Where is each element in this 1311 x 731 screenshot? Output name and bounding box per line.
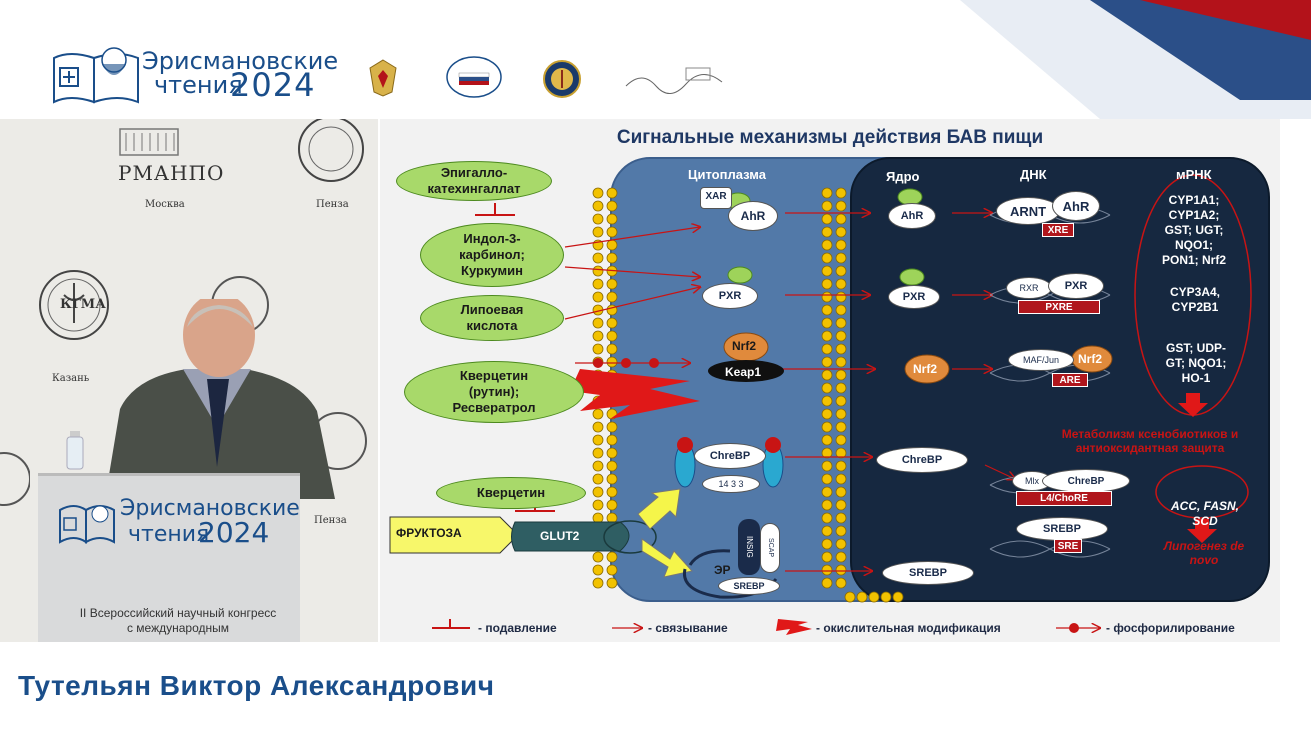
er-label: ЭР [714,563,731,577]
dna-pxre: PXRE [1018,300,1100,314]
dna-chrebp: ChreBP [1042,469,1130,493]
fnc-hygiene-logo [445,55,503,99]
slide: Сигнальные механизмы действия БАВ пищи [380,119,1280,642]
dna-rxr: RXR [1006,277,1052,299]
nuc-chrebp: ChreBP [876,447,968,473]
backdrop-label-kgma: КГМА [60,297,106,312]
dna-pxr: PXR [1048,273,1104,299]
compound-quercetin: Кверцетин [436,477,586,509]
pathway-diagram [389,174,1252,635]
hygiene-center-icon [446,56,502,98]
backdrop-label-moskva: Москва [145,199,185,210]
speaker-video: РМАНПО Москва Пенза КГМА Казань Пенза [0,119,378,642]
logo-year: 2024 [230,66,316,104]
cyto-nrf2: Nrf2 [732,339,757,353]
dna-nrf2: Nrf2 [1078,352,1103,366]
podium-caption: II Всероссийский научный конгресс с межд… [79,606,277,635]
nuc-pxr: PXR [888,285,940,309]
label-mrna: мРНК [1176,167,1212,182]
decorative-corner [960,0,1311,119]
backdrop-label-kazan: Казань [52,373,90,384]
podium-logo-icon [59,505,115,544]
cyto-ahr: AhR [728,201,778,231]
backdrop-label-penza2: Пенза [314,515,347,526]
coat-of-arms-icon [369,59,397,97]
kgma-seal-icon [39,270,109,340]
legend-binding: - связывание [648,621,728,635]
building-emblem-icon [119,128,179,156]
compound-indole-curcumin: Индол-3-карбинол; Куркумин [420,223,564,287]
nuc-srebp: SREBP [882,561,974,585]
legend-suppression: - подавление [478,621,557,635]
compound-egcg: Эпигалло-катехингаллат [396,161,552,201]
insig-protein: INSIG [738,519,760,575]
oxidative-lightning [570,369,700,419]
compound-lipoic-acid: Липоевая кислота [420,295,564,341]
compound-quercetin-resveratrol: Кверцетин (рутин); Ресвератрол [404,361,584,423]
dna-xre: XRE [1042,223,1074,237]
podium-year: 2024 [198,516,270,549]
conference-logo: Эрисмановские чтения 2024 [50,38,338,106]
lipogenesis-genes: ACC, FASN, SCD [1170,499,1239,528]
podium: Эрисмановские чтения 2024 II Всероссийск… [38,473,300,642]
podium-title-line1: Эрисмановские [120,496,300,521]
cyto-1433: 14 3 3 [702,475,760,493]
logo-title-line1: Эрисмановские [142,47,339,75]
xar-protein: XAR [700,187,732,209]
dna-arnt: ARNT [996,197,1060,225]
academy-seal-icon [543,60,581,98]
logo-title-line2: чтения [154,71,243,99]
dna-ahr: AhR [1052,191,1100,221]
cyto-chrebp: ChreBP [694,443,766,469]
nuc-nrf2: Nrf2 [913,362,938,376]
speaker-figure [105,299,335,499]
dna-are: ARE [1052,373,1088,387]
backdrop-label-penza: Пенза [316,199,349,210]
metabolism-text: Метаболизм ксенобиотиков и антиоксидантн… [1061,427,1239,455]
legend-oxidative: - окислительная модификация [816,621,1001,635]
scap-protein: SCAP [760,523,780,573]
mrna-group-3: GST; UDP-GT; NQO1; HO-1 [1165,341,1227,385]
left-emblem-icon [0,452,30,506]
nuc-ahr: AhR [888,203,936,229]
signature-logo-icon [625,67,723,94]
backdrop-label-rmanpo: РМАНПО [118,161,225,185]
fructose-label: ФРУКТОЗА [396,526,462,540]
speaker-name: Тутельян Виктор Александрович [18,670,495,701]
label-dna: ДНК [1020,167,1047,182]
book-portrait-icon [53,47,139,104]
mrna-group-2: CYP3A4, CYP2B1 [1169,285,1221,314]
podium-title-line2: чтения [128,522,210,547]
lipogenesis-text: Липогенез de novo [1163,539,1245,567]
cyto-srebp: SREBP [718,577,780,595]
legend-phosphorylation: - фосфорилирование [1106,621,1235,635]
water-bottle-icon [66,431,84,470]
penza-seal-icon [298,119,364,182]
cyto-keap1: Keap1 [725,365,762,379]
mrna-group-1: CYP1A1; CYP1A2; GST; UGT; NQO1; PON1; Nr… [1161,193,1226,267]
label-cytoplasm: Цитоплазма [688,167,766,182]
dna-sre: SRE [1054,539,1082,553]
dna-maf-jun: MAF/Jun [1008,349,1074,371]
label-nucleus: Ядро [886,169,920,184]
glut2-label: GLUT2 [540,529,580,543]
slide-title: Сигнальные механизмы действия БАВ пищи [616,127,1044,148]
dna-srebp: SREBP [1016,517,1108,541]
cyto-pxr: PXR [702,283,758,309]
dna-l4-chore: L4/ChoRE [1016,491,1112,506]
